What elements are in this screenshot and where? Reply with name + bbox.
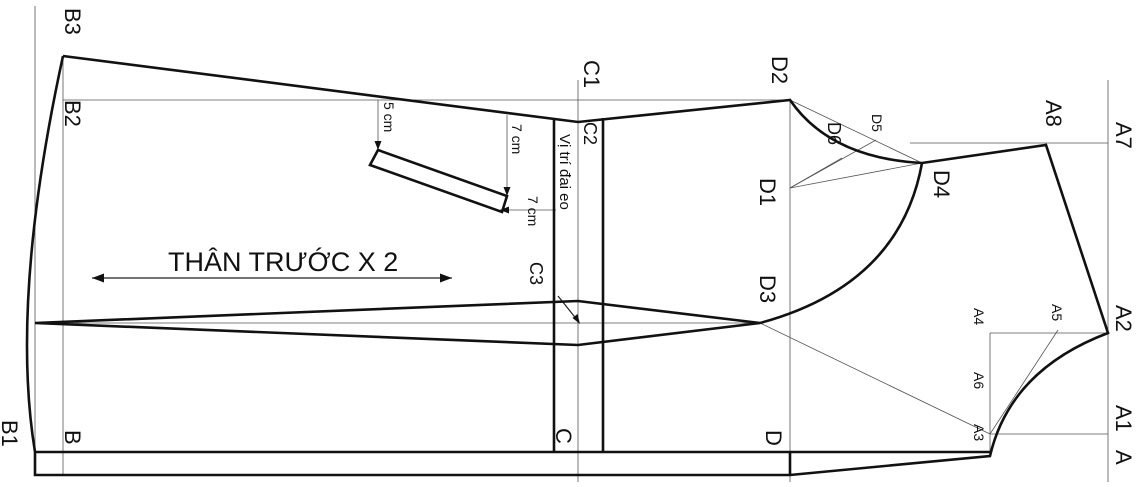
d2-d4-line	[789, 99, 923, 164]
label-a1: A1	[1111, 405, 1136, 432]
grain-arrow-left	[92, 273, 104, 283]
label-a3: A3	[971, 424, 987, 441]
construction-lines	[34, 6, 1109, 482]
label-d6: D6	[824, 122, 844, 145]
pocket-welt	[368, 148, 509, 214]
crotch-curve	[759, 162, 924, 325]
label-7cm: 7 cm	[509, 124, 525, 154]
label-5cm: 5 cm	[381, 102, 397, 132]
label-c: C	[551, 428, 576, 444]
pattern-outline	[25, 54, 1110, 477]
arrow-belt-7cm	[500, 206, 509, 214]
labels: THÂN TRƯỚC X 2 B3 B2 B1 B C1 C2 C3 C Vị …	[0, 8, 1136, 465]
arrow-5cm	[374, 141, 382, 150]
c3-arrow	[572, 314, 580, 324]
label-b1: B1	[0, 420, 22, 447]
d1-d4-line	[789, 162, 923, 189]
label-a2: A2	[1111, 305, 1136, 332]
label-a8: A8	[1041, 100, 1066, 127]
label-d4: D4	[929, 170, 954, 198]
label-a6: A6	[971, 372, 987, 389]
label-c1: C1	[579, 60, 604, 88]
label-d: D	[761, 430, 786, 446]
d3-a3-line	[759, 322, 991, 435]
label-b: B	[60, 430, 85, 445]
belt-position-label: Vị trí đai eo	[556, 134, 573, 210]
d1-d6-line	[789, 157, 843, 189]
label-a: A	[1111, 450, 1136, 465]
label-a5: A5	[1049, 304, 1065, 321]
title-label: THÂN TRƯỚC X 2	[168, 246, 398, 277]
waistband-position	[552, 118, 605, 452]
label-a4: A4	[971, 308, 987, 325]
arrows	[92, 141, 580, 324]
label-d1: D1	[755, 178, 780, 206]
label-a7: A7	[1111, 122, 1136, 149]
label-belt-7cm: 7 cm	[525, 196, 541, 226]
label-c2: C2	[580, 122, 600, 145]
a3-a5-line	[989, 329, 1059, 435]
label-c3: C3	[526, 262, 546, 285]
arrow-7cm	[503, 187, 511, 196]
front-piece-outline	[25, 54, 1110, 477]
label-d5: D5	[869, 114, 885, 132]
label-d3: D3	[755, 275, 780, 303]
label-b2: B2	[60, 100, 85, 127]
label-b3: B3	[60, 8, 85, 35]
grain-arrow-right	[440, 273, 452, 283]
label-d2: D2	[767, 56, 792, 84]
